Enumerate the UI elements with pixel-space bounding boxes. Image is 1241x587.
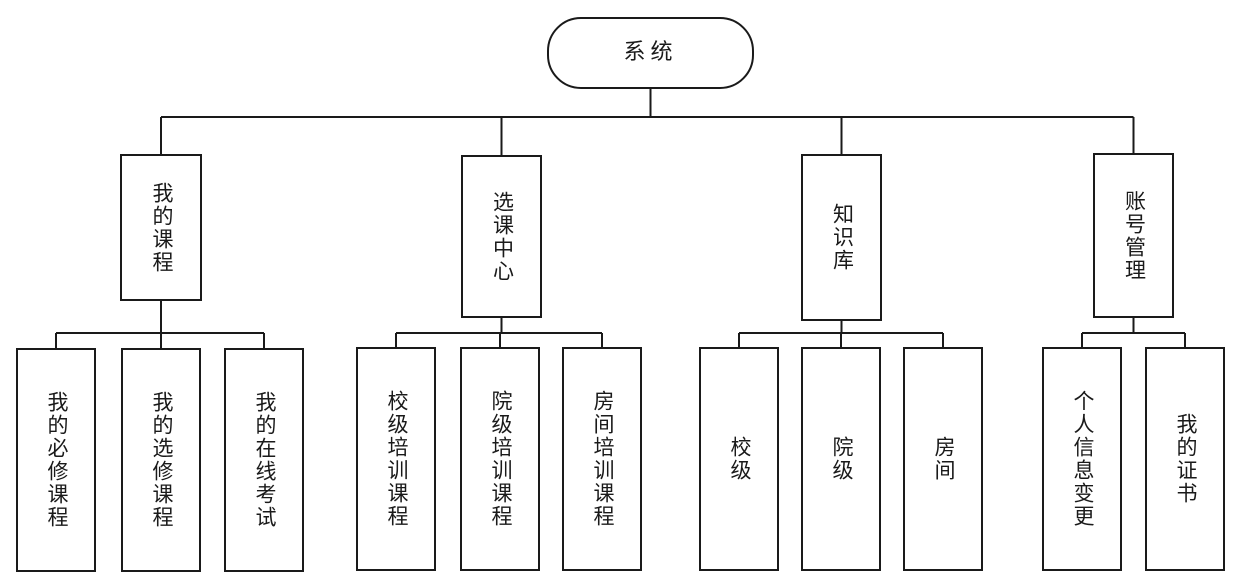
node-room-training-courses-label: 房间培训课程 [590,390,615,528]
node-knowledge-base-label: 知识库 [830,203,855,272]
node-my-certificates-label: 我的证书 [1173,413,1198,505]
node-my-online-exams[interactable]: 我的在线考试 [224,348,304,572]
node-knowledge-base[interactable]: 知识库 [801,154,882,321]
node-personal-info-change[interactable]: 个人信息变更 [1042,347,1122,571]
node-my-required-courses[interactable]: 我的必修课程 [16,348,96,572]
node-my-required-courses-label: 我的必修课程 [44,391,69,529]
node-root[interactable]: 系统 [547,17,754,89]
node-my-elective-courses[interactable]: 我的选修课程 [121,348,201,572]
node-my-certificates[interactable]: 我的证书 [1145,347,1225,571]
node-room-training-courses[interactable]: 房间培训课程 [562,347,642,571]
node-college-level-label: 院级 [829,436,854,482]
node-personal-info-change-label: 个人信息变更 [1070,390,1095,528]
node-my-courses-label: 我的课程 [149,181,174,274]
node-college-level-training-courses-label: 院级培训课程 [488,390,513,528]
node-my-elective-courses-label: 我的选修课程 [149,391,174,529]
node-my-online-exams-label: 我的在线考试 [252,391,277,529]
node-course-selection-center-label: 选课中心 [490,190,515,283]
node-college-level[interactable]: 院级 [801,347,881,571]
node-school-level-label: 校级 [727,436,752,482]
node-school-level[interactable]: 校级 [699,347,779,571]
node-school-level-training-courses[interactable]: 校级培训课程 [356,347,436,571]
node-root-label: 系统 [623,40,678,66]
node-course-selection-center[interactable]: 选课中心 [461,155,542,318]
node-room[interactable]: 房间 [903,347,983,571]
node-my-courses[interactable]: 我的课程 [120,154,202,301]
node-account-management[interactable]: 账号管理 [1093,153,1174,318]
node-room-label: 房间 [931,436,956,482]
node-college-level-training-courses[interactable]: 院级培训课程 [460,347,540,571]
node-school-level-training-courses-label: 校级培训课程 [384,390,409,528]
node-account-management-label: 账号管理 [1122,189,1147,282]
